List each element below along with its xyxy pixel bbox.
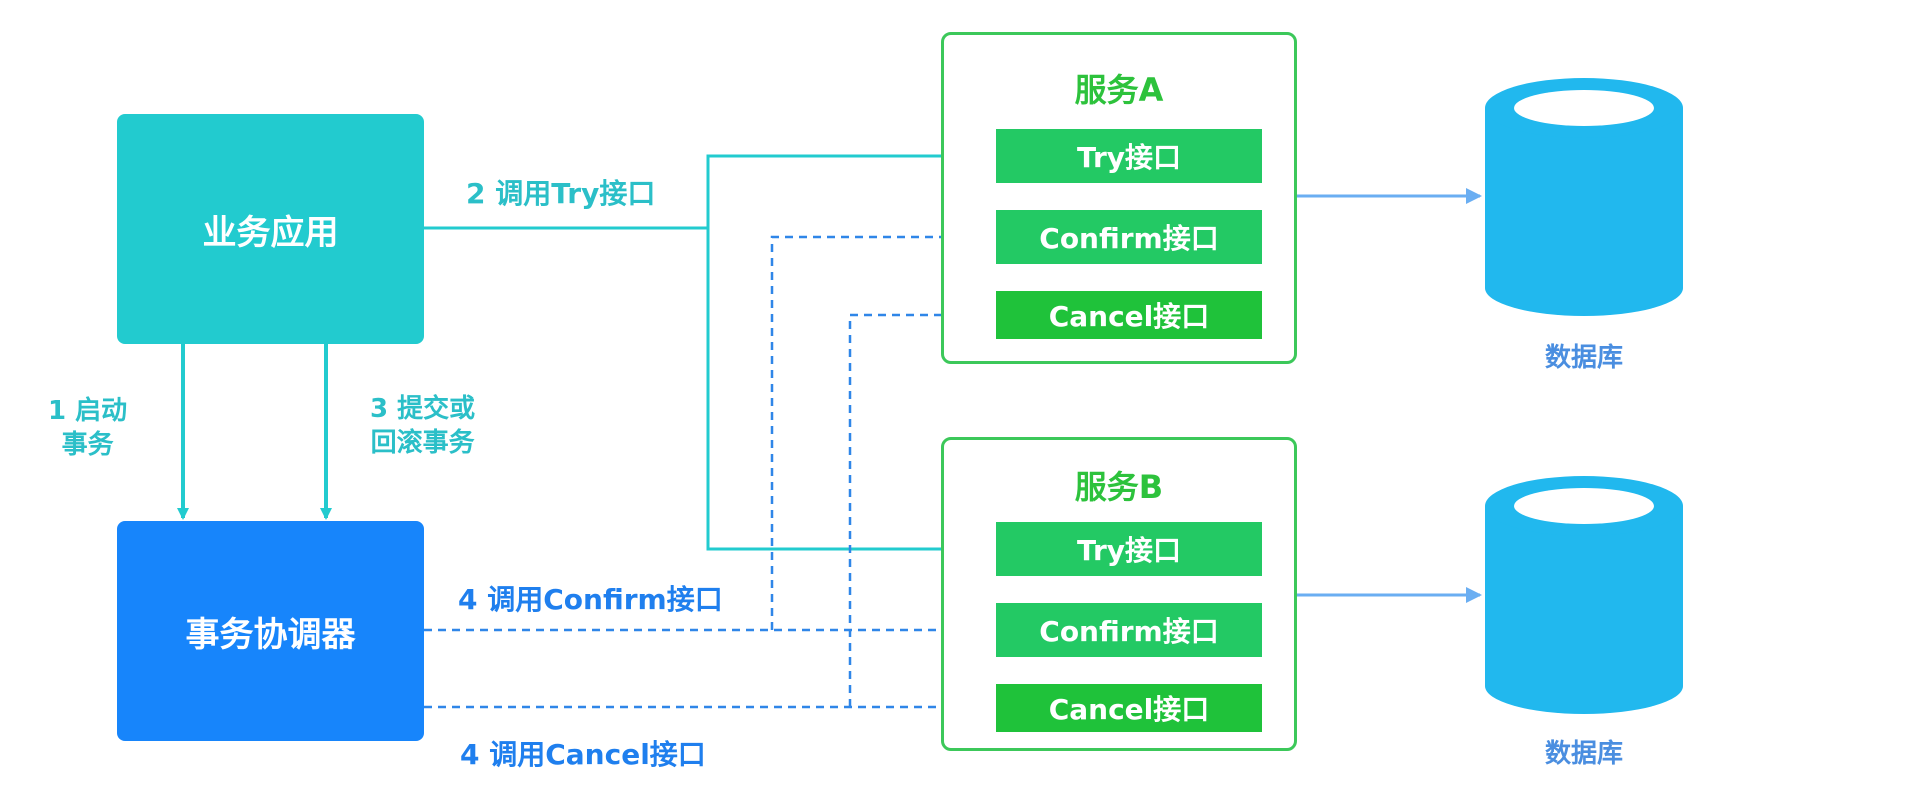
commit-label-line1: 3 提交或: [370, 394, 476, 424]
service-b-cancel-interface: Cancel接口: [996, 684, 1262, 732]
start-tx-label: 1 启动 事务: [48, 394, 127, 462]
database-label: 数据库: [1544, 343, 1623, 373]
call-cancel-label: 4 调用Cancel接口: [460, 738, 706, 771]
commit-label-line2: 回滚事务: [370, 428, 475, 458]
call-confirm-label: 4 调用Confirm接口: [458, 583, 723, 616]
database-label: 数据库: [1544, 739, 1623, 769]
service-a-try-interface: Try接口: [996, 129, 1262, 183]
business-app-node: 业务应用: [117, 114, 424, 344]
database-icon: [1485, 78, 1683, 316]
service-b: 服务B Try接口 Confirm接口 Cancel接口: [941, 437, 1297, 751]
tx-coordinator-node: 事务协调器: [117, 521, 424, 741]
service-a: 服务A Try接口 Confirm接口 Cancel接口: [941, 32, 1297, 364]
call-try-line: [424, 150, 992, 230]
service-b-confirm-interface: Confirm接口: [996, 603, 1262, 657]
commit-rollback-label: 3 提交或 回滚事务: [370, 392, 475, 460]
service-a-cancel-interface: Cancel接口: [996, 291, 1262, 339]
call-try-line-b: [706, 228, 992, 555]
start-tx-label-line2: 事务: [61, 430, 114, 460]
service-a-confirm-interface: Confirm接口: [996, 210, 1262, 264]
start-tx-label-line1: 1 启动: [48, 396, 128, 426]
service-b-title: 服务B: [1074, 468, 1164, 506]
service-b-try-interface: Try接口: [996, 522, 1262, 576]
call-cancel-line-a: [848, 308, 992, 707]
call-try-label: 2 调用Try接口: [466, 177, 656, 210]
service-a-title: 服务A: [1074, 71, 1164, 109]
call-confirm-line-a: [770, 230, 992, 630]
database-icon: [1485, 476, 1683, 714]
